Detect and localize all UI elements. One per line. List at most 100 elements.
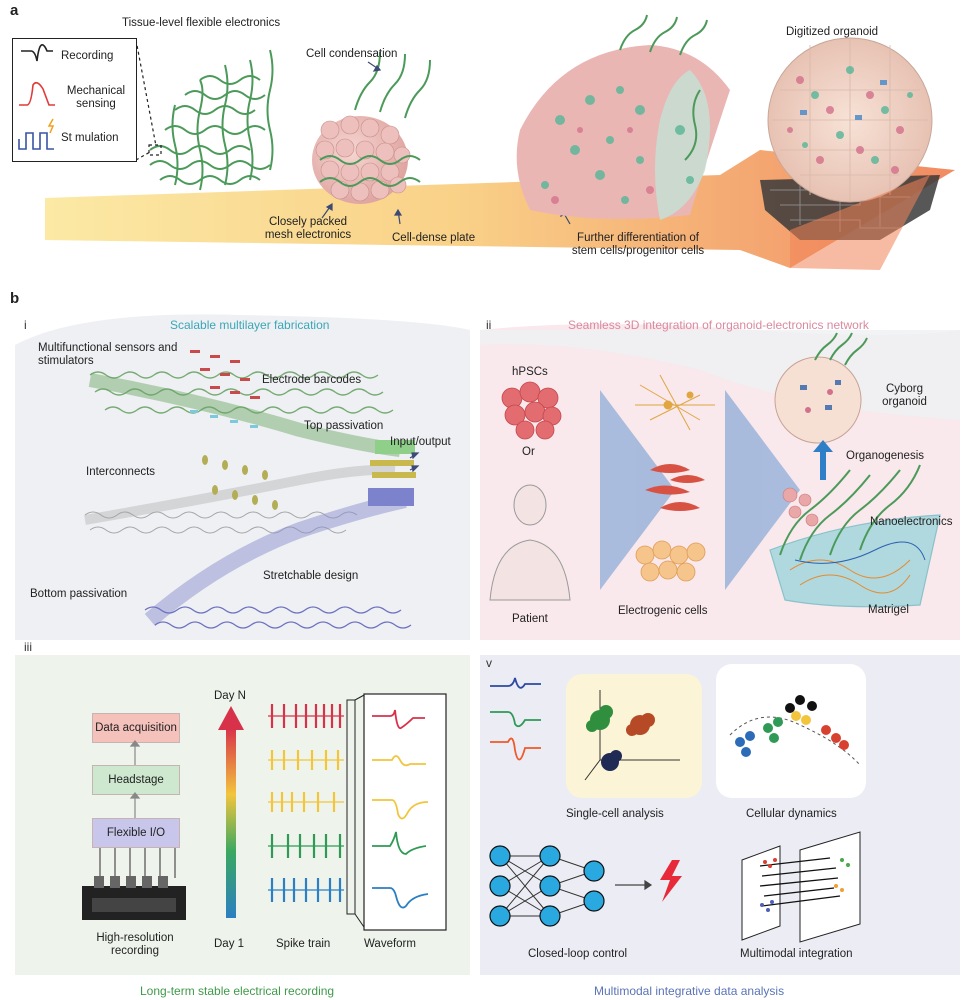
spike-train-yellow-1: [268, 750, 344, 770]
high-res-label: High-resolution recording: [96, 932, 174, 957]
top-passivation-label: Top passivation: [304, 420, 384, 432]
waveform-yellow-2: [372, 799, 429, 820]
cyborg-organoid: [774, 332, 868, 444]
zoom-lines: [135, 39, 162, 161]
cyborg-label: Cyborg organoid: [882, 383, 927, 408]
spike-train-green: [268, 834, 344, 858]
panel-ii-title: Seamless 3D integration of organoid-elec…: [568, 318, 869, 332]
io-pads: [368, 440, 416, 506]
stretchable-label: Stretchable design: [263, 570, 359, 582]
waveform-blue: [372, 887, 429, 909]
cell-condensation-cluster: [312, 51, 431, 204]
matrigel-label: Matrigel: [868, 604, 909, 616]
organogenesis-label: Organogenesis: [846, 450, 924, 462]
electrode-barcodes: [190, 350, 260, 399]
waveform-red: [372, 709, 425, 730]
closely-packed-label: Closely packed mesh electronics: [264, 216, 352, 241]
sensing-legend: Recording Mechanical sensing St mulation: [12, 38, 137, 162]
multimodal-planes: [741, 831, 861, 943]
cardiomyocytes: [645, 464, 705, 511]
dynamics-clusters: [729, 695, 861, 766]
top-layer-mesh: [88, 373, 401, 457]
io-arrows: [409, 452, 420, 473]
lightning-bolt-icon: [660, 860, 682, 902]
spike-train-blue: [268, 878, 344, 902]
patient-figure: [489, 484, 571, 601]
hpscs-label: hPSCs: [512, 366, 548, 378]
matrigel-sheet: [769, 464, 941, 608]
bottom-layer-mesh: [144, 492, 407, 627]
further-diff-label: Further differentiation of stem cells/pr…: [571, 232, 705, 257]
single-cell-box: [566, 674, 702, 798]
data-acquisition-box: Data acquisition: [92, 713, 180, 743]
single-cell-label: Single-cell analysis: [566, 808, 664, 820]
unit-wave-blue: [490, 677, 541, 689]
mechanical-icon: [19, 81, 55, 106]
spike-train-label: Spike train: [276, 938, 331, 950]
big-chevrons: [600, 390, 800, 590]
legend-stimulation-label: St mulation: [61, 132, 119, 144]
spike-train-yellow-2: [268, 792, 344, 812]
patient-label: Patient: [512, 613, 548, 625]
spike-zoom-box: [346, 699, 356, 915]
flow-band: [45, 150, 955, 268]
day-arrow-head: [218, 706, 244, 730]
unit-wave-orange: [490, 737, 541, 761]
day-arrow-shaft: [226, 728, 236, 918]
recording-icon: [21, 44, 53, 62]
cell-condensation-label: Cell condensation: [306, 48, 398, 60]
interconnect-layer: [84, 464, 396, 525]
digitized-organoid: [760, 37, 940, 270]
panel-iii-num: iii: [24, 640, 32, 654]
legend-mechanical-label: Mechanical sensing: [66, 85, 126, 110]
organogenesis-arrow: [813, 440, 833, 480]
panel-iii-title: Long-term stable electrical recording: [140, 984, 335, 998]
lightning-icon: [47, 118, 55, 134]
waveform-green: [372, 831, 427, 855]
cellular-dynamics-box: [716, 664, 866, 798]
flow-arrows: [129, 740, 141, 818]
multimodal-label: Multimodal integration: [740, 948, 853, 960]
day-n-label: Day N: [214, 690, 246, 702]
cellular-dynamics-label: Cellular dynamics: [746, 808, 837, 820]
control-arrow: [615, 879, 653, 891]
unit-wave-green: [490, 711, 541, 728]
connector-pins: [99, 848, 176, 878]
or-label: Or: [522, 446, 535, 458]
via-dots: [202, 455, 278, 510]
panel-a-letter: a: [10, 2, 19, 19]
multifunctional-label: Multifunctional sensors and stimulators: [38, 342, 178, 367]
panel-iv-title: Multimodal integrative data analysis: [594, 984, 785, 998]
panel-iv-num: v: [486, 656, 492, 670]
electrogenic-label: Electrogenic cells: [618, 605, 708, 617]
legend-recording-label: Recording: [61, 50, 114, 62]
nanoelectronics-label: Nanoelectronics: [870, 516, 953, 528]
stimulation-icon: [18, 132, 54, 150]
electrogenic-cells: [635, 540, 706, 582]
panel-ii-num: ii: [486, 318, 492, 332]
interconnects-label: Interconnects: [86, 466, 156, 478]
hpsc-cluster: [501, 381, 562, 440]
spike-train-red: [268, 704, 344, 728]
headstage-box: Headstage: [92, 765, 180, 795]
neurons: [635, 374, 715, 431]
panel-b-letter: b: [10, 290, 20, 307]
closed-loop-label: Closed-loop control: [528, 948, 628, 960]
panel-i-title: Scalable multilayer fabrication: [170, 318, 330, 332]
sensor-dots: [190, 410, 258, 428]
waveform-label: Waveform: [364, 938, 416, 950]
waveform-yellow-1: [372, 755, 426, 767]
input-output-label: Input/output: [390, 436, 451, 448]
cell-dense-label: Cell-dense plate: [392, 232, 476, 244]
legend-icons: [18, 44, 55, 150]
waveform-box: [363, 693, 447, 931]
differentiation-dome: [516, 14, 730, 220]
electrode-barcodes-label: Electrode barcodes: [262, 374, 362, 386]
digitized-label: Digitized organoid: [786, 26, 879, 38]
flexible-io-box: Flexible I/O: [92, 818, 180, 848]
